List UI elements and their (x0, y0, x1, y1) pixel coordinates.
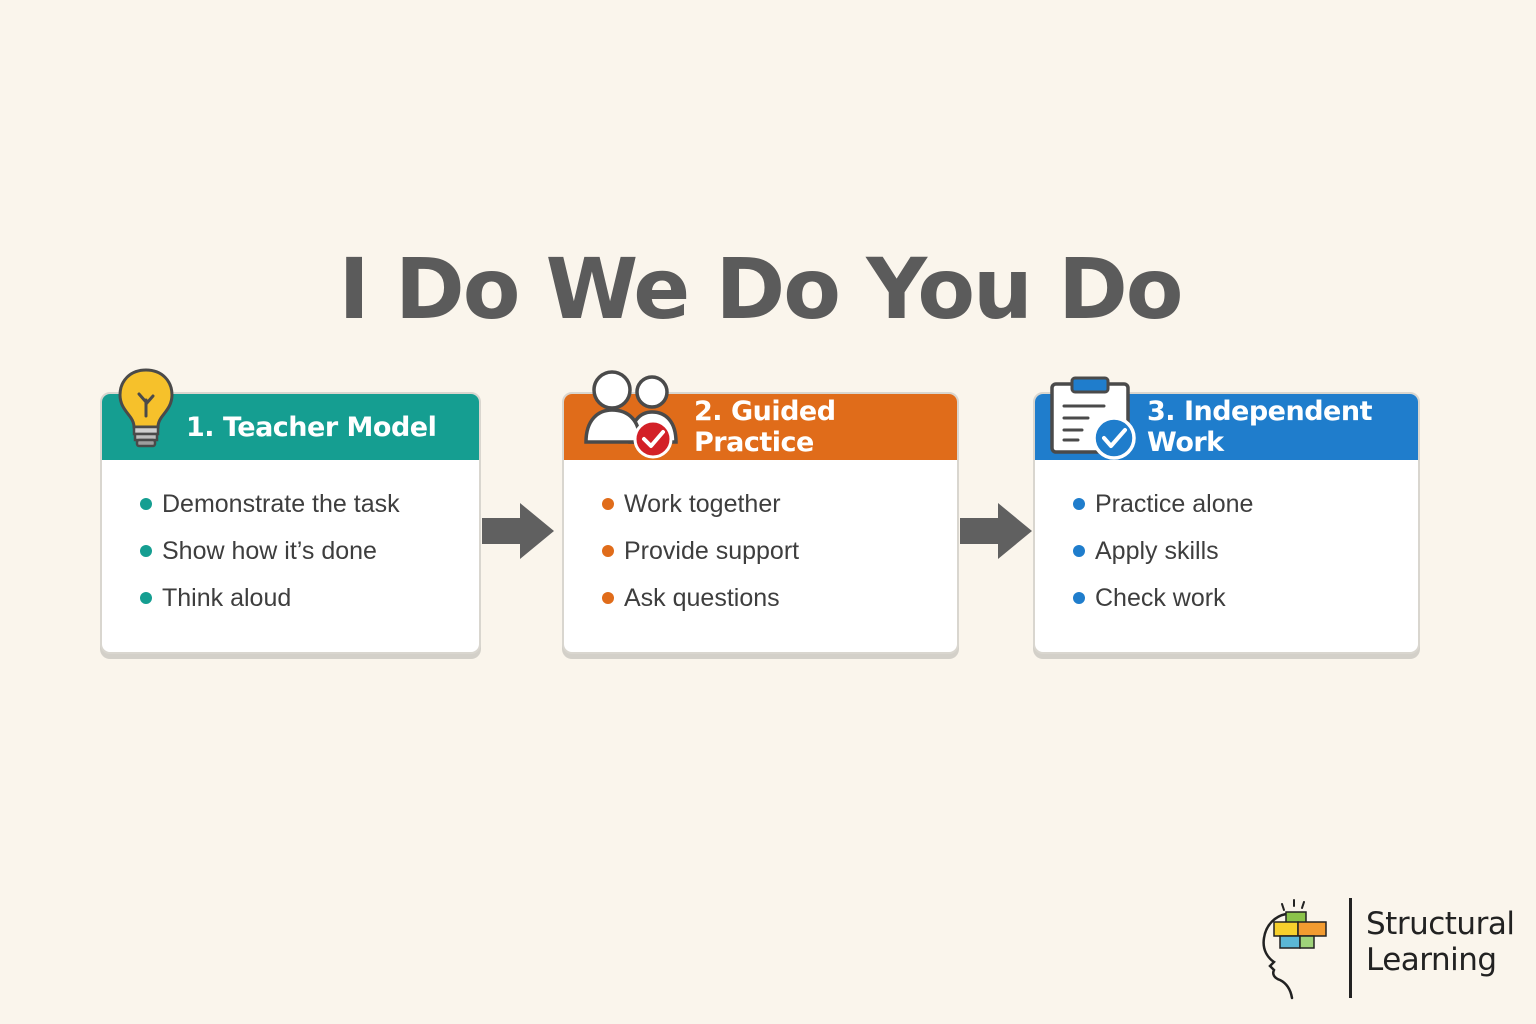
card-heading: 3. Independent Work (1147, 396, 1372, 458)
list-item: Apply skills (1073, 527, 1418, 574)
card-list: Practice alone Apply skills Check work (1035, 460, 1418, 621)
page-title: I Do We Do You Do (338, 240, 1183, 338)
bullet-dot (1073, 591, 1085, 604)
logo-line-1: Structural (1366, 906, 1515, 942)
arrow-right-icon (960, 503, 1032, 559)
card-list: Work together Provide support Ask questi… (564, 460, 957, 621)
bullet-dot (140, 497, 152, 510)
list-item: Work together (602, 480, 957, 527)
bullet-dot (1073, 544, 1085, 557)
card-heading: 1. Teacher Model (186, 411, 437, 443)
list-item: Ask questions (602, 574, 957, 621)
card-heading: 2. Guided Practice (694, 396, 836, 458)
step-card-teacher-model: 1. Teacher Model Demonstrate the task Sh… (100, 392, 481, 654)
bullet-dot (602, 497, 614, 510)
step-card-guided-practice: 2. Guided Practice Work together Provide… (562, 392, 959, 654)
bullet-dot (1073, 497, 1085, 510)
list-item: Show how it’s done (140, 527, 479, 574)
clipboard-check-icon (1050, 376, 1136, 460)
list-item: Think aloud (140, 574, 479, 621)
list-item: Practice alone (1073, 480, 1418, 527)
bullet-dot (602, 591, 614, 604)
bullet-dot (140, 544, 152, 557)
lightbulb-icon (118, 368, 174, 448)
people-check-icon (584, 370, 678, 459)
list-item: Check work (1073, 574, 1418, 621)
head-puzzle-icon (1262, 899, 1327, 1000)
list-item: Demonstrate the task (140, 480, 479, 527)
logo-line-2: Learning (1366, 942, 1497, 978)
card-list: Demonstrate the task Show how it’s done … (102, 460, 479, 621)
list-item: Provide support (602, 527, 957, 574)
bullet-dot (602, 544, 614, 557)
bullet-dot (140, 591, 152, 604)
logo-text: Structural Learning (1366, 906, 1515, 978)
arrow-right-icon (482, 503, 554, 559)
logo-divider (1349, 898, 1352, 998)
